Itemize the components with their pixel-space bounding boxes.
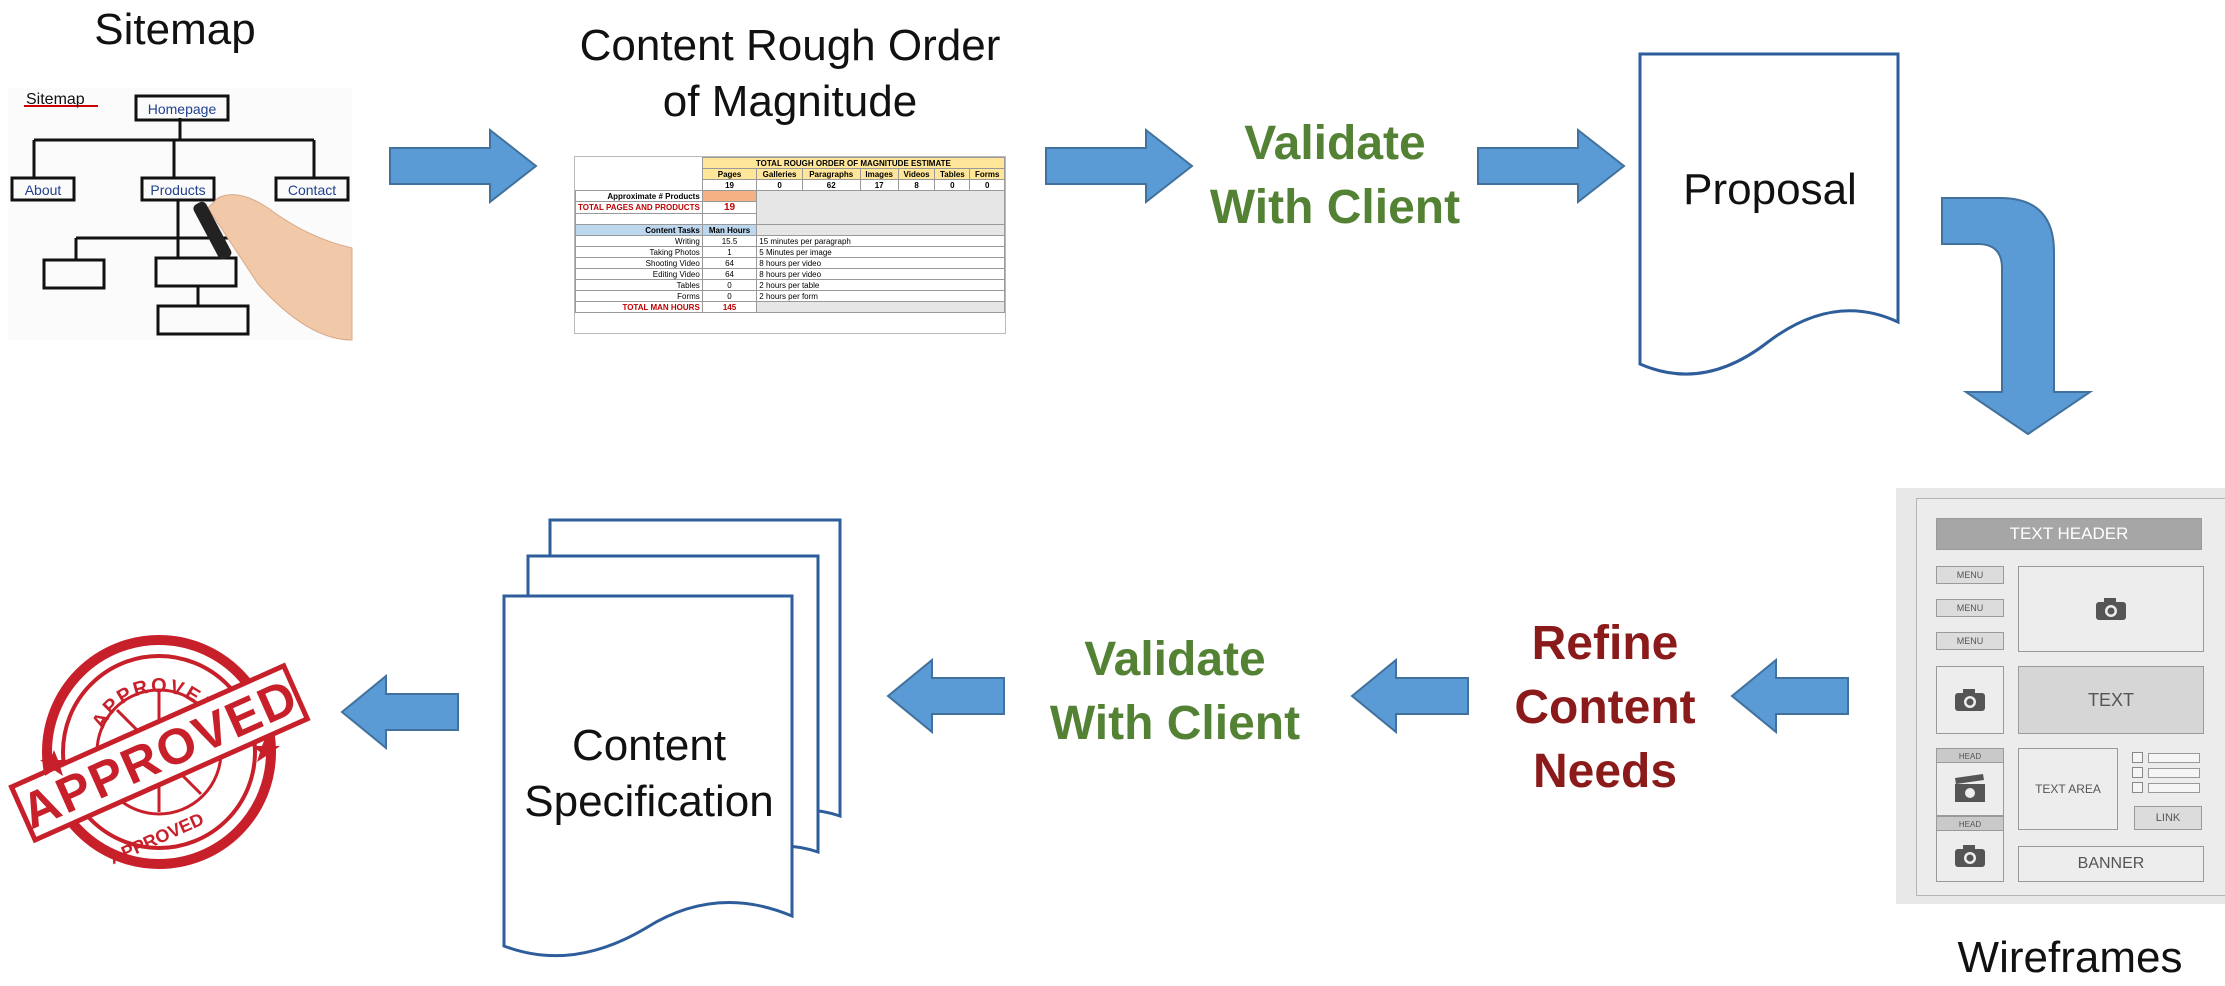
contact-node: Contact: [288, 182, 336, 198]
arrow-right-2: [1045, 127, 1194, 205]
rom-task-note: 2 hours per table: [756, 279, 1005, 291]
rom-approx-label: Approximate # Products: [575, 190, 703, 202]
rom-val: 0: [934, 179, 971, 191]
rom-task: Taking Photos: [575, 246, 703, 258]
clapperboard-icon: [1955, 774, 1985, 802]
rom-col: Tables: [934, 168, 971, 180]
rom-task: Tables: [575, 279, 703, 291]
rom-title: Content Rough Order of Magnitude: [540, 18, 1040, 130]
rom-task-hours: 15.5: [701, 235, 758, 247]
arrow-right-3: [1477, 127, 1626, 205]
rom-val: 8: [897, 179, 936, 191]
rom-val: 62: [801, 179, 861, 191]
rom-total-pages-label: TOTAL PAGES AND PRODUCTS: [575, 201, 703, 214]
rom-task-note: 15 minutes per paragraph: [756, 235, 1005, 247]
wf-menu: MENU: [1936, 599, 2004, 617]
spec-line2: Specification: [524, 777, 774, 826]
wf-link: LINK: [2134, 806, 2202, 830]
validate2-line2: With Client: [1049, 697, 1301, 750]
refine-content-needs: Refine Content Needs: [1470, 612, 1740, 804]
rom-task-note: 8 hours per video: [756, 268, 1005, 280]
validate2-line1: Validate: [1084, 633, 1266, 686]
camera-icon: [1955, 689, 1985, 711]
rom-spreadsheet: TOTAL ROUGH ORDER OF MAGNITUDE ESTIMATE …: [574, 156, 1006, 334]
rom-val: 19: [701, 179, 758, 191]
wireframes-title: Wireframes: [1957, 933, 2183, 982]
rom-val: 0: [756, 179, 803, 191]
wf-image-small: [1936, 666, 2004, 734]
content-specification-documents-icon: [502, 518, 842, 958]
rom-hours-header: Man Hours: [701, 224, 758, 236]
approved-stamp-icon: APPROVED APPROVED APPROVED: [8, 635, 311, 869]
hand-icon: [193, 194, 353, 341]
rom-task: Forms: [575, 290, 703, 302]
about-node: About: [25, 182, 62, 198]
rom-task-note: 5 Minutes per image: [756, 246, 1005, 258]
refine-line3: Needs: [1532, 745, 1678, 798]
wireframe-image: TEXT HEADER MENU MENU MENU TEXT HEAD TEX…: [1896, 488, 2225, 904]
sitemap-image: Sitemap Homepage About Products Contact: [8, 88, 353, 341]
curved-arrow-down: [1941, 197, 2094, 436]
products-node: Products: [150, 182, 205, 198]
wf-text-area: TEXT AREA: [2018, 748, 2118, 830]
wf-checkboxes: [2132, 752, 2202, 796]
rom-total-hours-label: TOTAL MAN HOURS: [575, 301, 703, 313]
rom-task: Editing Video: [575, 268, 703, 280]
rom-task-note: 2 hours per form: [756, 290, 1005, 302]
homepage-node: Homepage: [148, 101, 217, 117]
rom-task: Writing: [575, 235, 703, 247]
rom-col: Paragraphs: [801, 168, 861, 180]
wf-video: [1936, 762, 2004, 816]
rom-task-hours: 0: [701, 290, 758, 302]
rom-task-hours: 64: [701, 257, 758, 269]
validate1-line2: With Client: [1209, 181, 1461, 234]
rom-val: 0: [969, 179, 1005, 191]
content-specification-label: Content Specification: [504, 718, 794, 830]
refine-line1: Refine: [1531, 617, 1679, 670]
rom-total-pages-value: 19: [701, 201, 758, 214]
rom-task: Shooting Video: [575, 257, 703, 269]
validate1-line1: Validate: [1244, 117, 1426, 170]
validate-with-client-1: Validate With Client: [1180, 112, 1490, 240]
arrow-left-4: [340, 673, 459, 751]
validate-with-client-2: Validate With Client: [1020, 628, 1330, 756]
wf-image-bottom: [1936, 830, 2004, 882]
sitemap-drawing: Sitemap Homepage About Products Contact: [10, 91, 353, 341]
rom-header: TOTAL ROUGH ORDER OF MAGNITUDE ESTIMATE: [701, 157, 1006, 169]
refine-line2: Content: [1514, 681, 1696, 734]
wf-text: TEXT: [2018, 666, 2204, 734]
camera-icon: [2096, 598, 2126, 620]
rom-col: Videos: [897, 168, 936, 180]
arrow-left-3: [886, 657, 1005, 735]
rom-task-hours: 1: [701, 246, 758, 258]
rom-title-line1: Content Rough Order: [579, 21, 1001, 70]
sitemap-word: Sitemap: [26, 91, 85, 108]
arrow-right-1: [389, 127, 538, 205]
proposal-label: Proposal: [1683, 165, 1857, 214]
rom-val: 17: [859, 179, 899, 191]
wf-image-large: [2018, 566, 2204, 652]
arrow-left-2: [1350, 657, 1469, 735]
wf-text-header: TEXT HEADER: [1936, 518, 2202, 550]
rom-total-hours-value: 145: [701, 301, 758, 313]
arrow-left-1: [1730, 657, 1849, 735]
camera-icon: [1955, 845, 1985, 867]
rom-tasks-header: Content Tasks: [575, 224, 703, 236]
wf-banner: BANNER: [2018, 846, 2204, 882]
rom-task-note: 8 hours per video: [756, 257, 1005, 269]
rom-col: Images: [859, 168, 899, 180]
rom-title-line2: of Magnitude: [662, 77, 918, 126]
rom-task-hours: 64: [701, 268, 758, 280]
wf-menu: MENU: [1936, 632, 2004, 650]
rom-col: Forms: [969, 168, 1005, 180]
rom-col: Galleries: [756, 168, 803, 180]
spec-line1: Content: [571, 721, 727, 770]
proposal-document-icon: [1638, 52, 1900, 376]
sitemap-title: Sitemap: [94, 5, 256, 54]
rom-task-hours: 0: [701, 279, 758, 291]
wf-menu: MENU: [1936, 566, 2004, 584]
rom-col: Pages: [701, 168, 758, 180]
